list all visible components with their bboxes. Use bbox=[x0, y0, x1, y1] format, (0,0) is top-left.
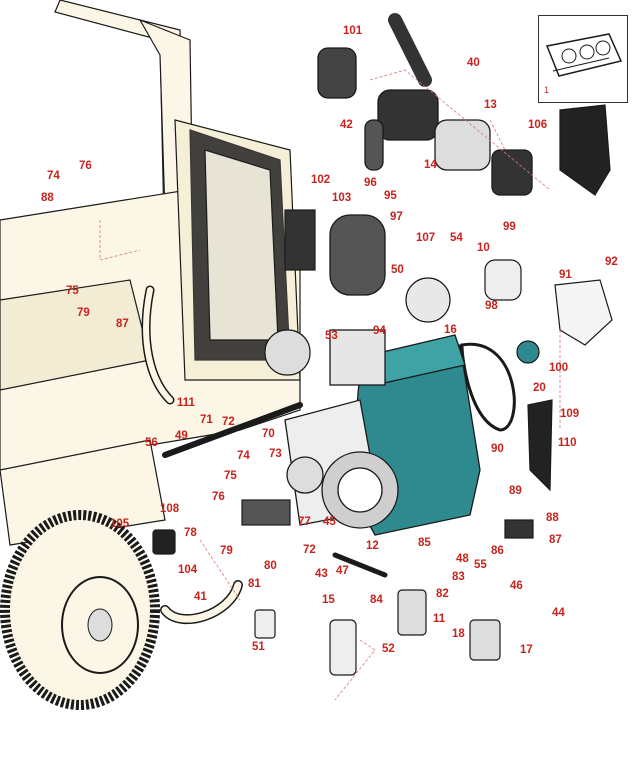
callout-79-top[interactable]: 79 bbox=[77, 307, 90, 319]
callout-74-top[interactable]: 74 bbox=[47, 170, 60, 182]
callout-12[interactable]: 12 bbox=[366, 540, 379, 552]
callout-98[interactable]: 98 bbox=[485, 300, 498, 312]
callout-15[interactable]: 15 bbox=[322, 594, 335, 606]
callout-90[interactable]: 90 bbox=[491, 443, 504, 455]
callout-76[interactable]: 76 bbox=[212, 491, 225, 503]
callout-87[interactable]: 87 bbox=[549, 534, 562, 546]
callout-80[interactable]: 80 bbox=[264, 560, 277, 572]
callout-101[interactable]: 101 bbox=[343, 25, 363, 37]
callout-97[interactable]: 97 bbox=[390, 211, 403, 223]
callout-83[interactable]: 83 bbox=[452, 571, 465, 583]
callout-45[interactable]: 45 bbox=[323, 516, 336, 528]
callout-18[interactable]: 18 bbox=[452, 628, 465, 640]
gasket-icon bbox=[545, 33, 623, 77]
callout-102[interactable]: 102 bbox=[311, 174, 331, 186]
callout-71[interactable]: 71 bbox=[200, 414, 213, 426]
callout-82[interactable]: 82 bbox=[436, 588, 449, 600]
callout-86[interactable]: 86 bbox=[491, 545, 504, 557]
callout-46[interactable]: 46 bbox=[510, 580, 523, 592]
callout-95[interactable]: 95 bbox=[384, 190, 397, 202]
callout-89[interactable]: 89 bbox=[509, 485, 522, 497]
callout-41[interactable]: 41 bbox=[194, 591, 207, 603]
callout-47[interactable]: 47 bbox=[336, 565, 349, 577]
callout-91[interactable]: 91 bbox=[559, 269, 572, 281]
callout-52[interactable]: 52 bbox=[382, 643, 395, 655]
callout-75-top[interactable]: 75 bbox=[66, 285, 79, 297]
callout-78[interactable]: 78 bbox=[184, 527, 197, 539]
rear-tire bbox=[0, 510, 160, 710]
callout-92[interactable]: 92 bbox=[605, 256, 618, 268]
callout-99[interactable]: 99 bbox=[503, 221, 516, 233]
callout-10[interactable]: 10 bbox=[477, 242, 490, 254]
leader-lines bbox=[99, 69, 561, 701]
callout-73[interactable]: 73 bbox=[269, 448, 282, 460]
callout-74[interactable]: 74 bbox=[237, 450, 250, 462]
callout-50[interactable]: 50 bbox=[391, 264, 404, 276]
callout-88-top[interactable]: 88 bbox=[41, 192, 54, 204]
misc-components bbox=[152, 104, 613, 676]
callout-94[interactable]: 94 bbox=[373, 325, 386, 337]
engine-block bbox=[284, 329, 481, 536]
inset-label: 1 bbox=[544, 85, 550, 95]
callout-42[interactable]: 42 bbox=[340, 119, 353, 131]
callout-111[interactable]: 111 bbox=[177, 397, 195, 409]
callout-53[interactable]: 53 bbox=[325, 330, 338, 342]
callout-109[interactable]: 109 bbox=[560, 408, 580, 420]
callout-87-top[interactable]: 87 bbox=[116, 318, 129, 330]
callout-13[interactable]: 13 bbox=[484, 99, 497, 111]
callout-17[interactable]: 17 bbox=[520, 644, 533, 656]
callout-96[interactable]: 96 bbox=[364, 177, 377, 189]
callout-11[interactable]: 11 bbox=[433, 613, 446, 625]
callout-104[interactable]: 104 bbox=[178, 564, 198, 576]
callout-40[interactable]: 40 bbox=[467, 57, 480, 69]
callout-85[interactable]: 85 bbox=[418, 537, 431, 549]
callout-79[interactable]: 79 bbox=[220, 545, 233, 557]
callout-70[interactable]: 70 bbox=[262, 428, 275, 440]
callout-77[interactable]: 77 bbox=[298, 516, 311, 528]
callout-72[interactable]: 72 bbox=[222, 416, 235, 428]
callout-43[interactable]: 43 bbox=[315, 568, 328, 580]
callout-51[interactable]: 51 bbox=[252, 641, 265, 653]
gasket-inset-box bbox=[538, 15, 628, 103]
callout-107[interactable]: 107 bbox=[416, 232, 436, 244]
callout-108[interactable]: 108 bbox=[160, 503, 180, 515]
callout-105[interactable]: 105 bbox=[110, 518, 130, 530]
callout-106[interactable]: 106 bbox=[528, 119, 548, 131]
callout-54[interactable]: 54 bbox=[450, 232, 463, 244]
callout-49[interactable]: 49 bbox=[175, 430, 188, 442]
callout-81[interactable]: 81 bbox=[248, 578, 261, 590]
callout-84[interactable]: 84 bbox=[370, 594, 383, 606]
callout-72b[interactable]: 72 bbox=[303, 544, 316, 556]
callout-103[interactable]: 103 bbox=[332, 192, 352, 204]
callout-76-top[interactable]: 76 bbox=[79, 160, 92, 172]
callout-14[interactable]: 14 bbox=[424, 159, 437, 171]
callout-48[interactable]: 48 bbox=[456, 553, 469, 565]
air-cleaner-and-muffler bbox=[317, 47, 533, 296]
callout-100[interactable]: 100 bbox=[549, 362, 569, 374]
hoses bbox=[141, 13, 516, 624]
callout-16[interactable]: 16 bbox=[444, 324, 457, 336]
callout-75[interactable]: 75 bbox=[224, 470, 237, 482]
callout-44[interactable]: 44 bbox=[552, 607, 565, 619]
callout-56[interactable]: 56 bbox=[145, 437, 158, 449]
callout-88[interactable]: 88 bbox=[546, 512, 559, 524]
callout-110[interactable]: 110 bbox=[558, 437, 577, 449]
machine-frame bbox=[0, 0, 301, 546]
callout-55[interactable]: 55 bbox=[474, 559, 487, 571]
callout-20[interactable]: 20 bbox=[533, 382, 546, 394]
